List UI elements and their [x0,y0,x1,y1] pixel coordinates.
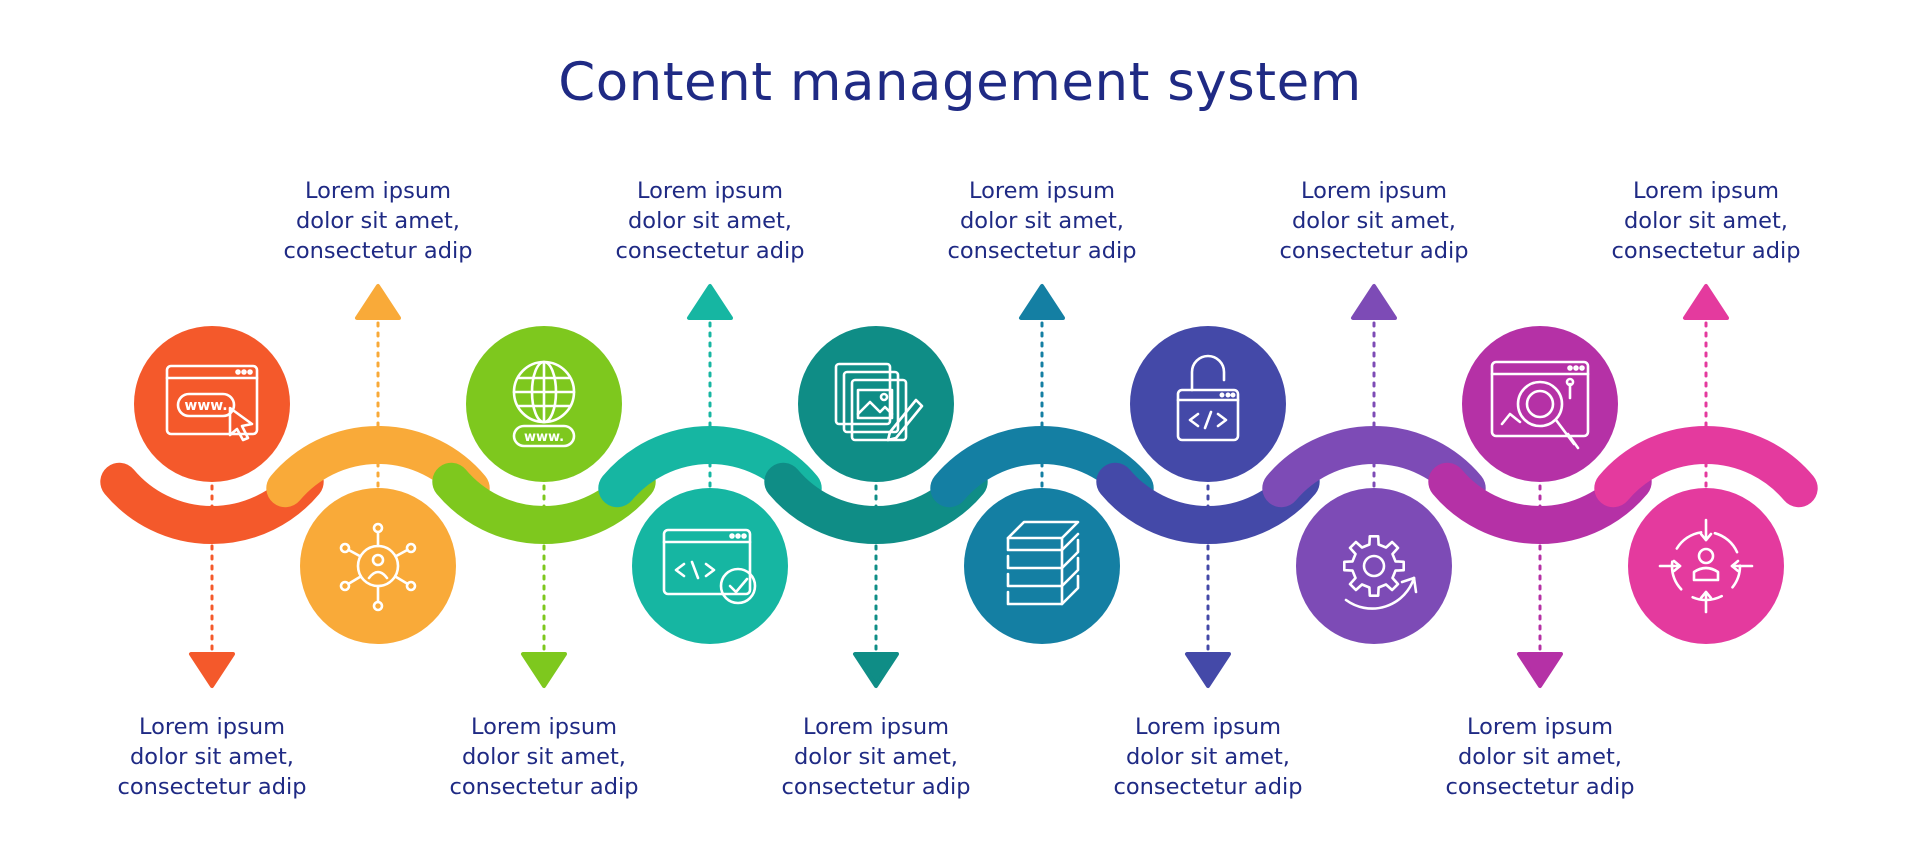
connector-arrow [1019,284,1065,488]
step-icon-circle [1296,488,1452,644]
connector-arrow [355,284,401,488]
description-line: consectetur adip [615,238,805,264]
target-person-icon [1658,518,1754,614]
step-label: Target [1667,681,1744,712]
step-description: Lorem ipsum dolor sit amet, consectetur ad… [756,712,996,802]
description-line: consectetur adip [1113,774,1303,800]
description-line: dolor sit amet, [1624,208,1788,234]
description-line: Lorem ipsum [1134,714,1281,740]
description-line: consectetur adip [781,774,971,800]
description-line: Lorem ipsum [1632,178,1779,204]
page-title: Content management system [558,52,1362,113]
step-label: Analysis [1489,272,1591,307]
connector-arrow [1683,284,1729,488]
description-line: dolor sit amet, [1458,744,1622,770]
description-line: consectetur adip [1445,774,1635,800]
step-icon-circle [798,326,954,482]
step-ring [1594,425,1818,508]
description-line: Lorem ipsum [1466,714,1613,740]
description-line: Lorem ipsum [636,178,783,204]
description-line: consectetur adip [947,238,1137,264]
description-line: dolor sit amet, [1126,744,1290,770]
step-description: Lorem ipsum dolor sit amet, consectetur ad… [1088,712,1328,802]
description-line: consectetur adip [117,774,307,800]
step-description: Lorem ipsum dolor sit amet, consectetur ad… [922,176,1162,266]
description-line: dolor sit amet, [1292,208,1456,234]
connector-arrow [687,284,733,488]
globe-www-icon: www. [512,360,576,448]
step-icon-circle [1462,326,1618,482]
description-line: consectetur adip [1611,238,1801,264]
connector-arrow [521,484,567,688]
step-description: Lorem ipsum dolor sit amet, consectetur ad… [92,712,332,802]
description-line: dolor sit amet, [462,744,626,770]
description-line: dolor sit amet, [794,744,958,770]
description-line: dolor sit amet, [130,744,294,770]
svg-text:www.: www. [524,430,564,445]
step-label: Open-source [1132,272,1284,318]
description-line: Lorem ipsum [304,178,451,204]
description-line: dolor sit amet, [296,208,460,234]
step-label: HTML [676,682,744,712]
connector-arrow [189,484,235,688]
description-line: consectetur adip [283,238,473,264]
step-label: Network [327,677,429,711]
step-icon-circle [1628,488,1784,644]
description-line: Lorem ipsum [802,714,949,740]
description-line: consectetur adip [449,774,639,800]
step-description: Lorem ipsum dolor sit amet, consectetur ad… [1420,712,1660,802]
analytics-magnifier-icon [1490,360,1590,450]
description-line: Lorem ipsum [968,178,1115,204]
connector-arrow [1517,484,1563,688]
step-label: Website [163,272,261,306]
person-network-icon [339,522,417,612]
code-window-check-icon [662,528,757,605]
svg-text:www.: www. [184,398,227,414]
step-icon-circle [1130,326,1286,482]
gear-refresh-icon [1343,535,1418,610]
description-line: Lorem ipsum [1300,178,1447,204]
description-line: Lorem ipsum [470,714,617,740]
connector-arrow [1351,284,1397,488]
connector-arrow [853,484,899,688]
open-lock-code-icon [1176,354,1240,442]
step-description: Lorem ipsum dolor sit amet, consectetur ad… [424,712,664,802]
description-line: Lorem ipsum [138,714,285,740]
step-target [1594,425,1818,644]
step-label: Support [1326,678,1423,711]
step-description: Lorem ipsum dolor sit amet, consectetur ad… [1254,176,1494,266]
step-description: Lorem ipsum dolor sit amet, consectetur ad… [590,176,830,266]
step-label: Data Base [980,674,1104,712]
step-label: Domain [496,272,592,306]
description-line: dolor sit amet, [628,208,792,234]
step-icon-circle [964,488,1120,644]
description-line: consectetur adip [1279,238,1469,264]
layers-icon [1006,520,1080,606]
browser-www-cursor-icon: www. [165,364,259,442]
images-pencil-icon [834,362,924,442]
step-label: Content [827,272,925,306]
description-line: dolor sit amet, [960,208,1124,234]
step-description: Lorem ipsum dolor sit amet, consectetur ad… [1586,176,1826,266]
step-description: Lorem ipsum dolor sit amet, consectetur ad… [258,176,498,266]
connector-arrow [1185,484,1231,688]
